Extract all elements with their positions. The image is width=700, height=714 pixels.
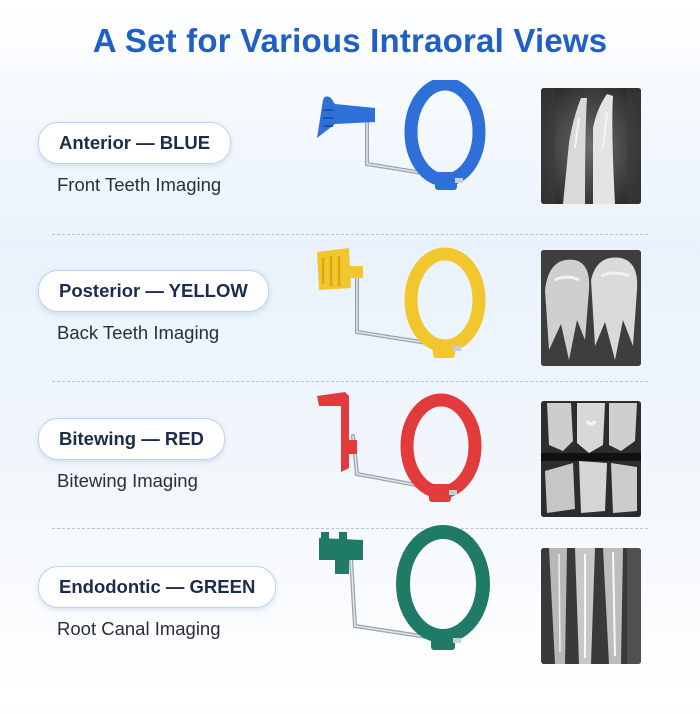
- anterior-label: Anterior — BLUE: [59, 132, 211, 153]
- row-divider: [52, 381, 648, 382]
- posterior-label: Posterior — YELLOW: [59, 280, 248, 301]
- bitewing-label: Bitewing — RED: [59, 428, 204, 449]
- bitewing-label-pill: Bitewing — RED: [38, 418, 225, 460]
- bitewing-subtitle: Bitewing Imaging: [57, 470, 198, 491]
- posterior-label-pill: Posterior — YELLOW: [38, 270, 269, 312]
- bitewing-xray-image: [541, 401, 641, 517]
- posterior-subtitle: Back Teeth Imaging: [57, 322, 220, 343]
- posterior-xray-image: [541, 250, 641, 366]
- anterior-xray-image: [541, 88, 641, 204]
- row-divider: [52, 528, 648, 529]
- page-title: A Set for Various Intraoral Views: [92, 22, 608, 59]
- view-row-bitewing: Bitewing — RED Bitewing Imaging: [0, 392, 700, 566]
- red-bitewing-holder-image: [305, 376, 495, 526]
- green-endodontic-holder-image: [305, 524, 495, 674]
- blue-anterior-holder-image: [305, 77, 495, 230]
- view-row-anterior: Anterior — BLUE Front Teeth Imaging: [0, 77, 700, 270]
- endodontic-label: Endodontic — GREEN: [59, 576, 256, 597]
- row-divider: [52, 234, 648, 235]
- view-row-endodontic: Endodontic — GREEN Root Canal Imaging: [0, 525, 700, 714]
- endodontic-xray-image: [541, 548, 641, 664]
- yellow-posterior-holder-image: [305, 228, 495, 378]
- endodontic-label-pill: Endodontic — GREEN: [38, 566, 277, 608]
- view-row-posterior: Posterior — YELLOW Back Teeth Imaging: [0, 247, 700, 418]
- anterior-label-pill: Anterior — BLUE: [38, 122, 232, 164]
- anterior-subtitle: Front Teeth Imaging: [57, 174, 222, 195]
- endodontic-subtitle: Root Canal Imaging: [57, 618, 221, 639]
